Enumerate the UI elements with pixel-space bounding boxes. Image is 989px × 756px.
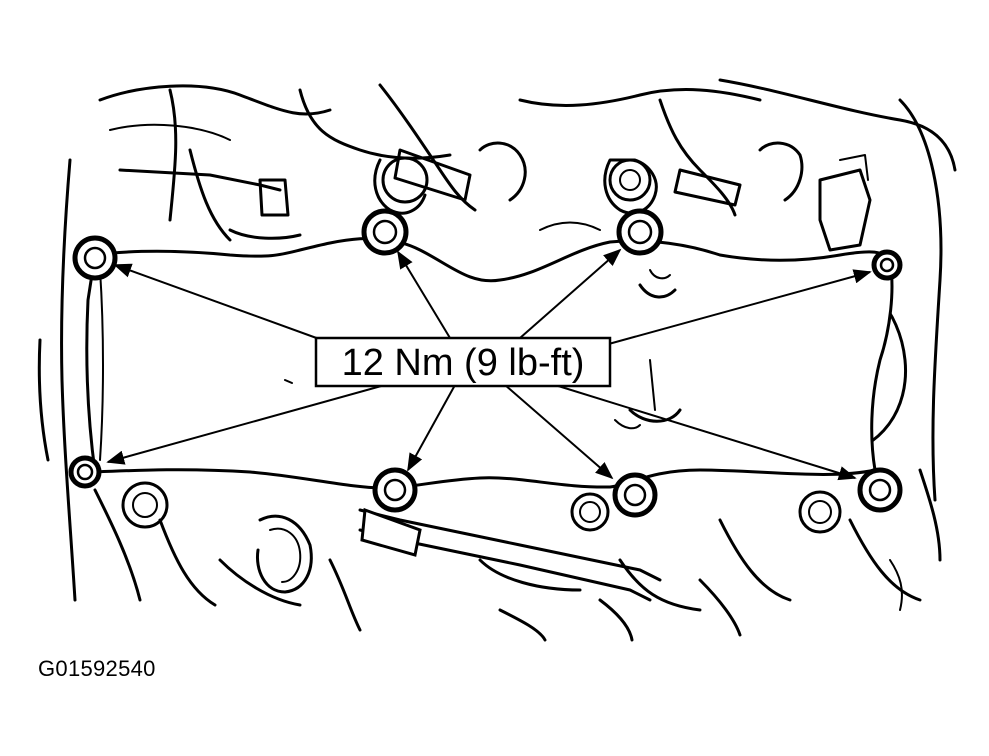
torque-spec-label: 12 Nm (9 lb-ft) [342,342,585,384]
arrow-upper-center-left [397,250,451,339]
figure-id: G01592540 [38,656,156,681]
arrow-upper-right [604,269,872,346]
arrow-upper-left [113,263,323,341]
torque-leader-arrows [106,248,872,481]
arrow-lower-right [554,384,857,481]
manifold-bosses [121,156,842,534]
fuel-rail [255,507,662,602]
arrow-lower-center-right [504,384,614,480]
engine-background-linework [37,78,957,642]
bolt-lower-left [68,455,102,489]
arrow-upper-center-right [519,248,622,339]
bolt-lower-center-right [612,472,658,518]
arrow-lower-left [106,384,386,465]
bolt-upper-center-right [616,208,664,256]
torque-callout: 12 Nm (9 lb-ft) [314,336,612,388]
bolt-upper-center-left [361,208,409,256]
bolt-lower-center-left [372,467,418,513]
bolt-upper-right [871,249,903,281]
bolt-upper-left [72,235,118,281]
torque-callout-box [314,336,612,388]
arrow-lower-center-left [407,384,456,472]
bolt-lower-right [857,467,903,513]
